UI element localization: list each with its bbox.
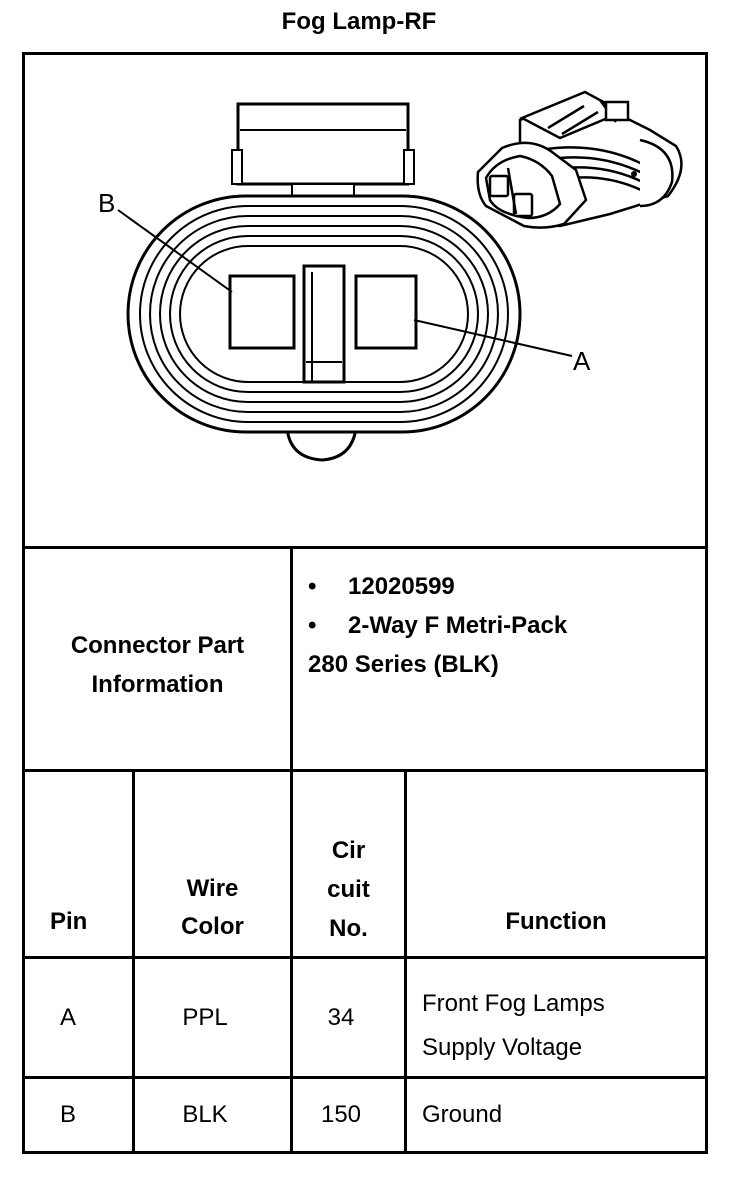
connector-info-label: Connector Part Information — [25, 626, 290, 704]
border-right — [705, 52, 708, 1154]
row-function-line1: Front Fog Lamps — [422, 990, 605, 1017]
header-circuit-no: Cir cuit No. — [293, 831, 404, 948]
connector-info-label-line1: Connector Part — [70, 632, 245, 659]
divider-diagram — [22, 546, 708, 549]
divider-header — [22, 956, 708, 959]
header-circuit-line2: cuit — [327, 876, 370, 903]
header-wire-color-line2: Color — [181, 913, 244, 940]
row-circuit: 150 — [320, 1101, 362, 1128]
header-wire-color: Wire Color — [135, 870, 290, 946]
pin-label-a: A — [573, 346, 591, 376]
divider-info — [22, 769, 708, 772]
bullet: • — [308, 573, 317, 600]
terminal-b — [228, 274, 296, 350]
row-wire-color: PPL — [182, 1004, 228, 1031]
connector-info-details: • 12020599 • 2-Way F Metri-Pack 280 Series… — [308, 567, 567, 684]
part-number: 12020599 — [348, 573, 455, 600]
description-line2: 280 Series (BLK) — [308, 651, 499, 678]
header-wire-color-line1: Wire — [186, 875, 239, 902]
connector-key — [302, 264, 346, 384]
part-number-item: • 12020599 — [308, 567, 567, 606]
connector-latch — [236, 102, 410, 186]
header-circuit-line3: No. — [329, 915, 368, 942]
description-item: • 2-Way F Metri-Pack — [308, 606, 567, 645]
col-divider-1 — [132, 769, 135, 1154]
row-function-line2: Supply Voltage — [422, 1034, 583, 1061]
border-left — [22, 52, 25, 1154]
divider-row — [22, 1076, 708, 1079]
description-line1: 2-Way F Metri-Pack — [348, 612, 568, 639]
page-title: Fog Lamp-RF — [281, 8, 437, 35]
row-pin: A — [60, 1004, 77, 1031]
row-function: Front Fog Lamps Supply Voltage — [422, 982, 605, 1070]
header-circuit-line1: Cir — [331, 837, 366, 864]
leader-line-a — [413, 319, 573, 357]
leader-line-b — [117, 209, 233, 293]
col-divider-info — [290, 546, 293, 772]
row-circuit: 34 — [327, 1004, 355, 1031]
bullet: • — [308, 612, 317, 639]
connector-bottom-tab — [285, 427, 358, 462]
connector-diagram — [117, 90, 683, 462]
row-pin: B — [60, 1101, 77, 1128]
row-function: Ground — [422, 1101, 503, 1128]
connector-perspective-view — [476, 90, 683, 229]
pin-label-b: B — [98, 188, 116, 218]
terminal-a — [354, 274, 418, 350]
header-function: Function — [505, 908, 607, 935]
border-top — [22, 52, 708, 55]
row-wire-color: BLK — [182, 1101, 228, 1128]
header-pin: Pin — [50, 908, 88, 935]
col-divider-2 — [290, 769, 293, 1154]
connector-info-label-line2: Information — [91, 671, 224, 698]
col-divider-3 — [404, 769, 407, 1154]
border-bottom — [22, 1151, 708, 1154]
